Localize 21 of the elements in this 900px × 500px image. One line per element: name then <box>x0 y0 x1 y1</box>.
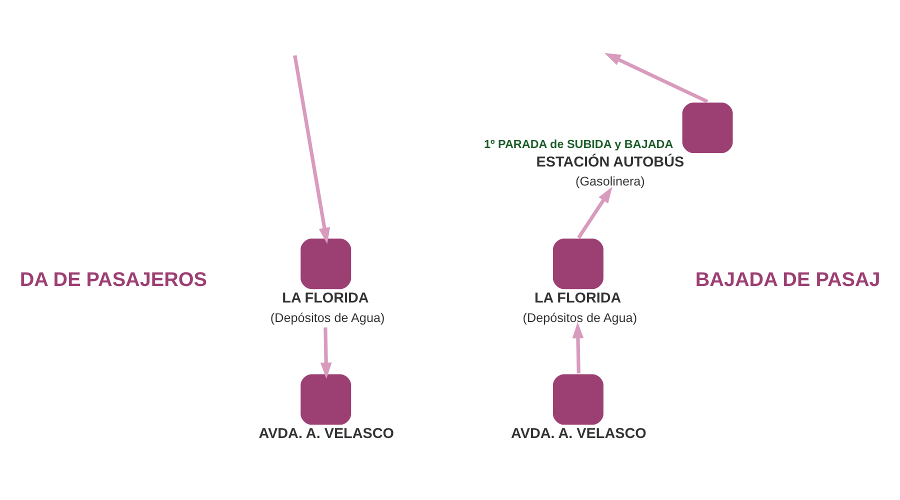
node-box <box>300 374 352 424</box>
node-label: ESTACIÓN AUTOBÚS <box>536 154 684 170</box>
node-box <box>552 374 604 424</box>
arrow <box>293 54 330 244</box>
label: BAJADA DE PASAJ <box>695 268 880 291</box>
arrow <box>320 326 332 378</box>
arrow <box>572 321 584 373</box>
node-box <box>300 238 352 289</box>
node-label: (Gasolinera) <box>576 174 645 188</box>
node-box <box>682 102 733 153</box>
node-box <box>552 238 604 289</box>
node-label: (Depósitos de Agua) <box>522 310 638 324</box>
label: DA DE PASAJEROS <box>20 268 208 291</box>
arrow <box>577 186 612 238</box>
node-label: (Depósitos de Agua) <box>270 310 385 324</box>
node-label: 1º PARADA de SUBIDA y BAJADA <box>484 137 674 150</box>
arrow <box>604 52 708 103</box>
node-label: LA FLORIDA <box>282 290 369 306</box>
node-label: AVDA. A. VELASCO <box>258 426 394 442</box>
node-label: AVDA. A. VELASCO <box>511 426 646 442</box>
node-label: LA FLORIDA <box>534 290 622 306</box>
